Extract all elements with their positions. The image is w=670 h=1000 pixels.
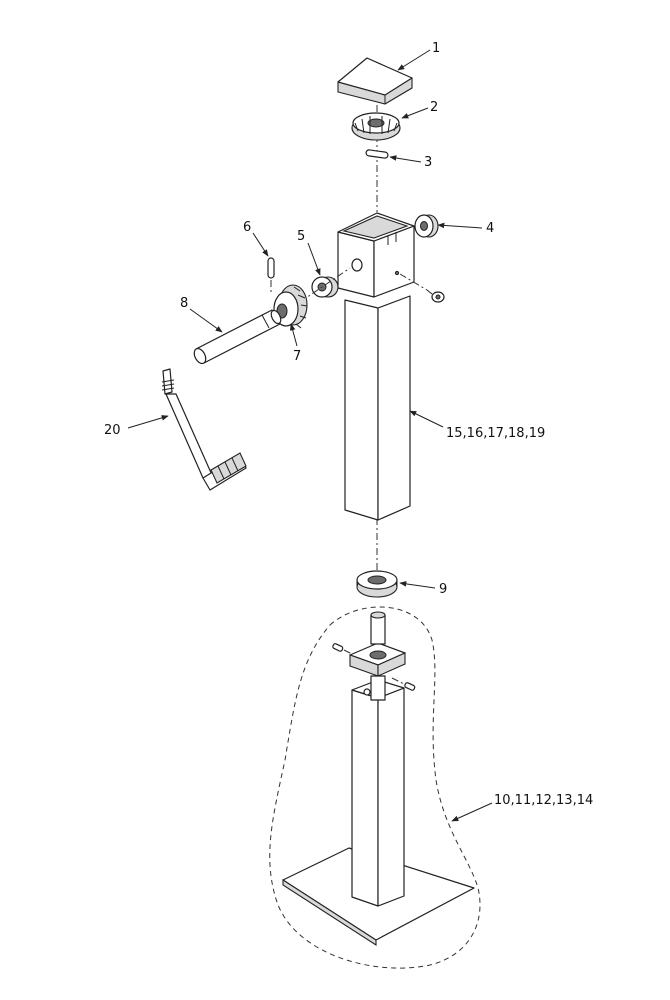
leader-lines xyxy=(127,49,493,822)
part-crank-handle xyxy=(161,368,247,491)
part-bevel-gear-top xyxy=(351,112,401,141)
callout-3: 3 xyxy=(424,155,432,170)
callout-7: 7 xyxy=(293,349,301,364)
part-side-bolt xyxy=(399,273,445,303)
part-drive-shaft xyxy=(193,309,282,365)
callout-1: 1 xyxy=(432,41,440,56)
callout-15-19: 15,16,17,18,19 xyxy=(446,426,545,441)
part-thrust-bearing xyxy=(356,570,398,598)
part-lower-assembly xyxy=(269,606,481,969)
callout-5: 5 xyxy=(297,229,305,244)
callout-8: 8 xyxy=(180,296,188,311)
callout-2: 2 xyxy=(430,100,438,115)
part-cap xyxy=(337,57,413,105)
callout-6: 6 xyxy=(243,220,251,235)
part-upper-tube xyxy=(337,212,415,521)
part-roll-pin xyxy=(267,257,275,294)
callout-10-14: 10,11,12,13,14 xyxy=(494,793,593,808)
part-pin xyxy=(365,149,389,159)
part-bushing xyxy=(311,276,339,298)
callout-4: 4 xyxy=(486,221,494,236)
callout-20: 20 xyxy=(104,423,121,438)
part-bearing-right xyxy=(414,214,439,238)
callout-9: 9 xyxy=(439,582,447,597)
